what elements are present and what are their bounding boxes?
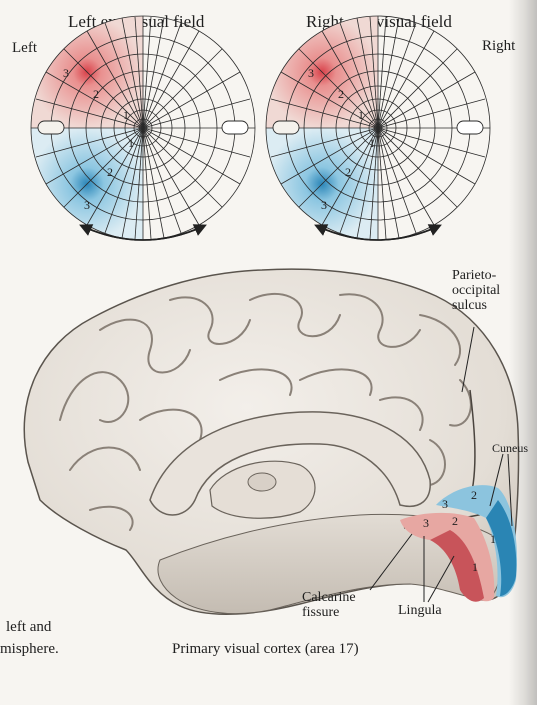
- lingula-dark-region: [430, 530, 484, 602]
- right-blind-spot-temporal: [456, 120, 484, 135]
- parieto-line-1: Parieto-: [452, 268, 497, 283]
- annotation-leaders: [369, 326, 513, 603]
- left-blind-spot-temporal: [221, 120, 249, 135]
- book-text-line-1: left and: [6, 619, 52, 635]
- right-lower-ring-2: 2: [345, 165, 351, 179]
- cuneus-zone-1: 1: [490, 532, 496, 546]
- parieto-occipital-label: Parieto- occipital sulcus: [452, 268, 500, 313]
- cuneus-zone-2: 2: [471, 488, 477, 502]
- right-blind-spot: [272, 120, 300, 135]
- left-upper-ring-3: 3: [63, 66, 69, 80]
- lingula-label: Lingula: [398, 603, 442, 618]
- left-upper-ring-2: 2: [93, 87, 99, 101]
- calcarine-line-2: fissure: [302, 605, 340, 620]
- lingula-zone-1: 1: [472, 560, 478, 574]
- calcarine-line-1: Calcarine: [302, 590, 356, 605]
- cuneus-zone-3: 3: [442, 497, 448, 511]
- right-field-arrow-back: [314, 224, 440, 241]
- left-side-label: Left: [12, 40, 37, 56]
- right-eye-field: [265, 15, 491, 241]
- left-lower-ring-2: 2: [107, 165, 113, 179]
- right-upper-ring-2: 2: [338, 87, 344, 101]
- cuneus-label: Cuneus: [492, 441, 528, 455]
- corpus-callosum: [149, 411, 431, 516]
- book-text-line-2: misphere.: [0, 641, 59, 657]
- lingula-zone-3: 3: [423, 516, 429, 530]
- left-upper-ring-1: 1: [123, 108, 129, 122]
- left-lower-ring-3: 3: [84, 198, 90, 212]
- cuneus-dark-region: [486, 500, 517, 596]
- right-upper-ring-1: 1: [358, 108, 364, 122]
- left-blind-spot: [37, 120, 65, 135]
- calcarine-fissure-label: Calcarine fissure: [302, 590, 356, 620]
- right-lower-ring-3: 3: [321, 198, 327, 212]
- parieto-line-2: occipital: [452, 283, 501, 298]
- gyri-pattern: [59, 292, 472, 531]
- visual-fields-diagram: [30, 15, 491, 241]
- left-lower-ring-1: 1: [128, 136, 134, 150]
- parieto-line-3: sulcus: [452, 298, 487, 313]
- figure-caption: Primary visual cortex (area 17): [172, 641, 359, 657]
- left-eye-field: [30, 15, 256, 241]
- interthalamic-adhesion: [247, 472, 277, 492]
- left-field-arrow-back: [79, 224, 205, 241]
- lingula-zone-2: 2: [452, 514, 458, 528]
- page-edge-shadow: [509, 0, 537, 705]
- right-side-label: Right: [482, 38, 516, 54]
- right-upper-ring-3: 3: [308, 66, 314, 80]
- right-lower-ring-1: 1: [369, 136, 375, 150]
